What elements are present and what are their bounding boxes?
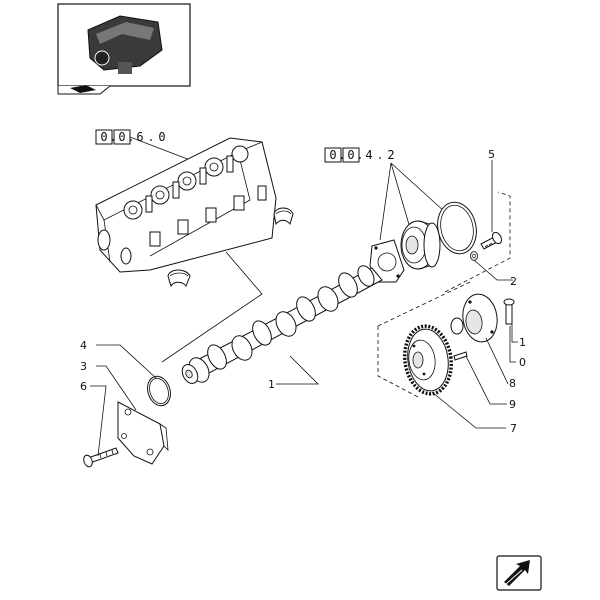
ref-digit: 2 — [387, 148, 394, 162]
camshaft-gear — [402, 324, 454, 396]
screw — [503, 298, 515, 325]
thrust-plate — [450, 293, 498, 343]
bearing-shell — [167, 269, 191, 288]
o-ring-small — [147, 375, 171, 407]
dowel-pin — [453, 351, 468, 361]
callout-9: 9 — [509, 398, 516, 411]
callout-5: 5 — [488, 148, 495, 161]
ref-digit: 0 — [347, 148, 354, 162]
reference-cover-group[interactable]: 0 0 4 2 — [324, 147, 446, 241]
screw — [480, 231, 503, 250]
ref-digit: 0 — [329, 148, 336, 162]
o-ring-large — [437, 201, 477, 255]
cylinder-head — [95, 137, 277, 273]
ref-digit: 0 — [100, 130, 107, 144]
callout-8: 8 — [509, 377, 516, 390]
group-outline — [444, 191, 511, 293]
ref-digit: 6 — [136, 130, 143, 144]
camshaft-cover — [400, 220, 441, 270]
ref-digit: 0 — [118, 130, 125, 144]
callout-10-digit: 0 — [519, 356, 526, 369]
engine-icon — [87, 15, 163, 74]
group-outline — [377, 281, 471, 399]
ref-digit: 0 — [158, 130, 165, 144]
assembly-guide-line — [161, 251, 263, 363]
gasket-plate — [369, 239, 405, 283]
callout-4: 4 — [80, 339, 87, 352]
callout-2: 2 — [510, 275, 517, 288]
next-page-button[interactable] — [496, 555, 542, 591]
engine-thumbnail[interactable] — [57, 3, 191, 95]
callout-7: 7 — [510, 422, 517, 435]
bolt — [83, 447, 119, 468]
mounting-bracket — [117, 401, 169, 465]
ref-digit: 4 — [365, 148, 372, 162]
callout-6: 6 — [80, 380, 87, 393]
callout-leaders — [90, 160, 518, 457]
callout-11-digit: 1 — [519, 336, 526, 349]
bearing-shell — [273, 207, 294, 226]
reference-cylinder-head[interactable]: 0 0 6 0 — [95, 129, 191, 161]
camshaft — [181, 265, 383, 384]
washer — [470, 251, 478, 261]
callout-3: 3 — [80, 360, 87, 373]
book-icon — [70, 85, 96, 93]
callout-1: 1 — [268, 378, 275, 391]
